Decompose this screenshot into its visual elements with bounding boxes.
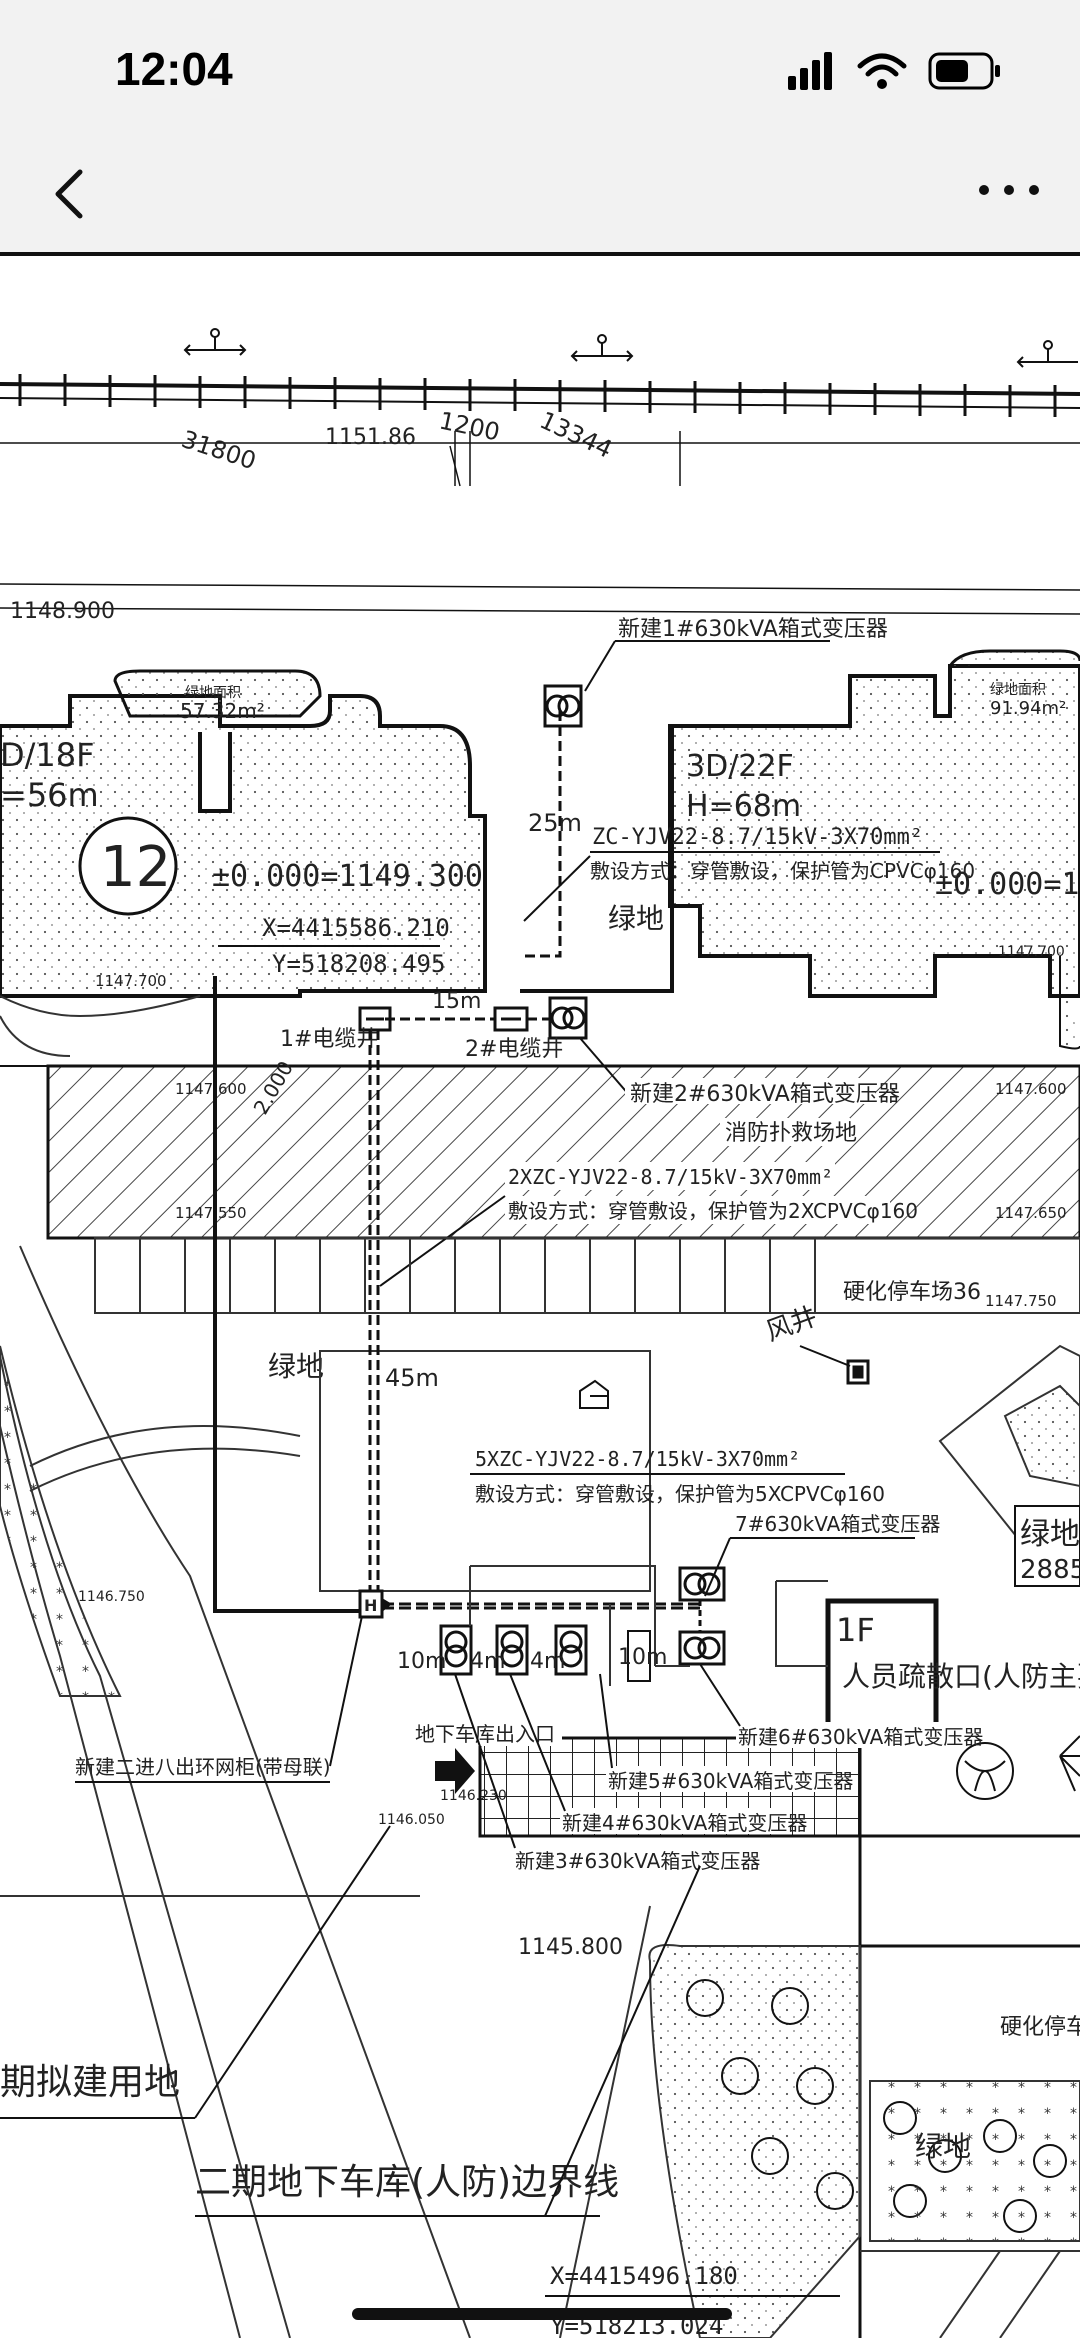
elev-1145-800: 1145.800 <box>518 1935 623 1960</box>
building-right <box>668 649 1080 1050</box>
elev-1147-750: 1147.750 <box>985 1292 1057 1310</box>
transformer-3-4-5-icons <box>439 1624 588 1676</box>
transformer-6-7-icons <box>678 1566 726 1666</box>
transformer-labels: 新建6#630kVA箱式变压器 新建5#630kVA箱式变压器 新建4#630k… <box>454 1663 983 1873</box>
transformer-2-label: 新建2#630kVA箱式变压器 <box>630 1082 900 1107</box>
cable2-spec: 2XZC-YJV22-8.7/15kV-3X70mm² <box>508 1165 833 1189</box>
air-shaft-label: 风井 <box>762 1302 821 1348</box>
nav-bar <box>0 140 1080 256</box>
ring-cabinet-label: 新建二进八出环网柜(带母联) <box>75 1755 331 1779</box>
greenland-label: 绿地 <box>608 902 664 935</box>
len-4m-a: 4m <box>470 1649 505 1674</box>
transformer-7-label: 7#630kVA箱式变压器 <box>735 1512 940 1536</box>
building-1f-label: 1F <box>836 1611 875 1649</box>
len-10m-a: 10m <box>397 1649 446 1674</box>
transformer-6-label: 新建6#630kVA箱式变压器 <box>738 1725 983 1749</box>
entry-arrow-icon <box>435 1748 475 1794</box>
len-10m-b: 10m <box>618 1645 667 1670</box>
building-left-floors: D/18F <box>0 736 95 774</box>
elev-1146-750: 1146.750 <box>78 1589 145 1605</box>
chevron-left-icon[interactable] <box>40 164 100 224</box>
svg-text:H: H <box>364 1596 377 1615</box>
building-number-circle <box>78 816 178 916</box>
air-shaft-icon <box>846 1359 870 1385</box>
cable1-method: 敷设方式：穿管敷设，保护管为CPVCφ160 <box>590 859 975 883</box>
coord-y1: Y=518208.495 <box>272 950 445 978</box>
road-centerline <box>0 328 1080 615</box>
fire-rescue-label: 消防扑救场地 <box>725 1121 857 1146</box>
cable-well-2-label: 2#电缆井 <box>465 1037 563 1062</box>
transformer-5-label: 新建5#630kVA箱式变压器 <box>608 1769 853 1793</box>
elev-1148-900: 1148.900 <box>10 599 115 624</box>
len-15m: 15m <box>432 989 481 1014</box>
transformer-4-label: 新建4#630kVA箱式变压器 <box>562 1811 807 1835</box>
status-icons <box>788 52 1000 90</box>
greenland-label-3: 绿地 <box>915 2130 971 2163</box>
planting-area-center <box>648 1944 861 2338</box>
len-25m: 25m <box>528 809 582 837</box>
dim-1151-86: 1151.86 <box>325 425 416 450</box>
cable3-method: 敷设方式：穿管敷设，保护管为5XCPVCφ160 <box>475 1482 885 1506</box>
elev-1146-230: 1146.230 <box>440 1788 507 1804</box>
cable-route-1 <box>520 711 674 993</box>
wifi-icon <box>857 53 907 77</box>
building-right-floors: 3D/22F <box>686 749 794 784</box>
len-45m: 45m <box>385 1364 439 1392</box>
transformer-2-icon <box>548 996 588 1040</box>
transformer-3-label: 新建3#630kVA箱式变压器 <box>515 1849 760 1873</box>
cable-well-2-icon <box>493 1006 529 1032</box>
elev-1147-650: 1147.650 <box>995 1204 1067 1222</box>
cable1-spec: ZC-YJV22-8.7/15kV-3X70mm² <box>592 825 923 850</box>
building-right-height: H=68m <box>686 789 801 824</box>
building-left-height: =56m <box>0 776 99 814</box>
elev-1147-700b: 1147.700 <box>998 944 1065 960</box>
elev-1147-600a: 1147.600 <box>175 1080 247 1098</box>
greenland-right-label: 绿地 <box>1020 1517 1080 1552</box>
tree-symbol <box>956 1742 1014 1800</box>
phase2-land-label: 期拟建用地 <box>0 2062 180 2103</box>
parking-row <box>94 1237 1080 1314</box>
elev-1147-600b: 1147.600 <box>995 1080 1067 1098</box>
cable-route-2 <box>213 976 380 1613</box>
len-4m-b: 4m <box>530 1649 565 1674</box>
boundary-label: 二期地下车库(人防)边界线 <box>195 2162 619 2203</box>
plaza-outline <box>319 1350 651 1592</box>
coord-x2: X=4415496.180 <box>550 2262 738 2290</box>
dim-31800: 31800 <box>178 425 259 475</box>
more-icon[interactable] <box>974 170 1044 210</box>
greenland-right-value: 2885 <box>1020 1555 1080 1585</box>
site-plan: * <box>0 328 1080 2338</box>
elev-1147-550: 1147.550 <box>175 1204 247 1222</box>
building-left <box>0 669 487 1057</box>
home-indicator[interactable] <box>352 2308 732 2320</box>
cad-drawing-image[interactable]: * <box>0 256 1080 2338</box>
status-bar: 12:04 <box>0 0 1080 140</box>
green-area-right-value: 91.94m² <box>990 698 1066 719</box>
battery-icon <box>928 52 1000 90</box>
dim-1200: 1200 <box>437 406 503 446</box>
building-entrance-icon <box>579 1379 609 1409</box>
building-left-elevation: ±0.000=1149.300 <box>212 859 483 894</box>
green-area-right-title: 绿地面积 <box>990 682 1046 698</box>
evac-exit-label: 人员疏散口(人防主要 <box>842 1660 1080 1693</box>
transformer-1-icon <box>543 684 583 728</box>
elev-1147-700a: 1147.700 <box>95 972 167 990</box>
coord-x1: X=4415586.210 <box>262 914 450 942</box>
signal-icon <box>788 52 832 90</box>
transformer-1-label: 新建1#630kVA箱式变压器 <box>618 617 888 642</box>
cable2-method: 敷设方式：穿管敷设，保护管为2XCPVCφ160 <box>508 1199 918 1223</box>
parking-36-label: 硬化停车场36 <box>843 1280 981 1305</box>
green-area-left-value: 57.32m² <box>180 699 265 723</box>
planted-strip-left <box>0 1345 122 1697</box>
parking-right-label: 硬化停车 <box>1000 2015 1080 2040</box>
cable3-spec: 5XZC-YJV22-8.7/15kV-3X70mm² <box>475 1447 800 1471</box>
dim-13344: 13344 <box>535 406 616 464</box>
status-time: 12:04 <box>115 43 233 95</box>
building-right-elevation: ±0.000=11 <box>935 867 1080 902</box>
green-area-left-title: 绿地面积 <box>185 685 241 701</box>
elev-1146-050: 1146.050 <box>378 1812 445 1828</box>
greenland-label-2: 绿地 <box>268 1350 324 1383</box>
building-number: 12 <box>100 835 171 900</box>
cable-well-1-label: 1#电缆井 <box>280 1027 378 1052</box>
